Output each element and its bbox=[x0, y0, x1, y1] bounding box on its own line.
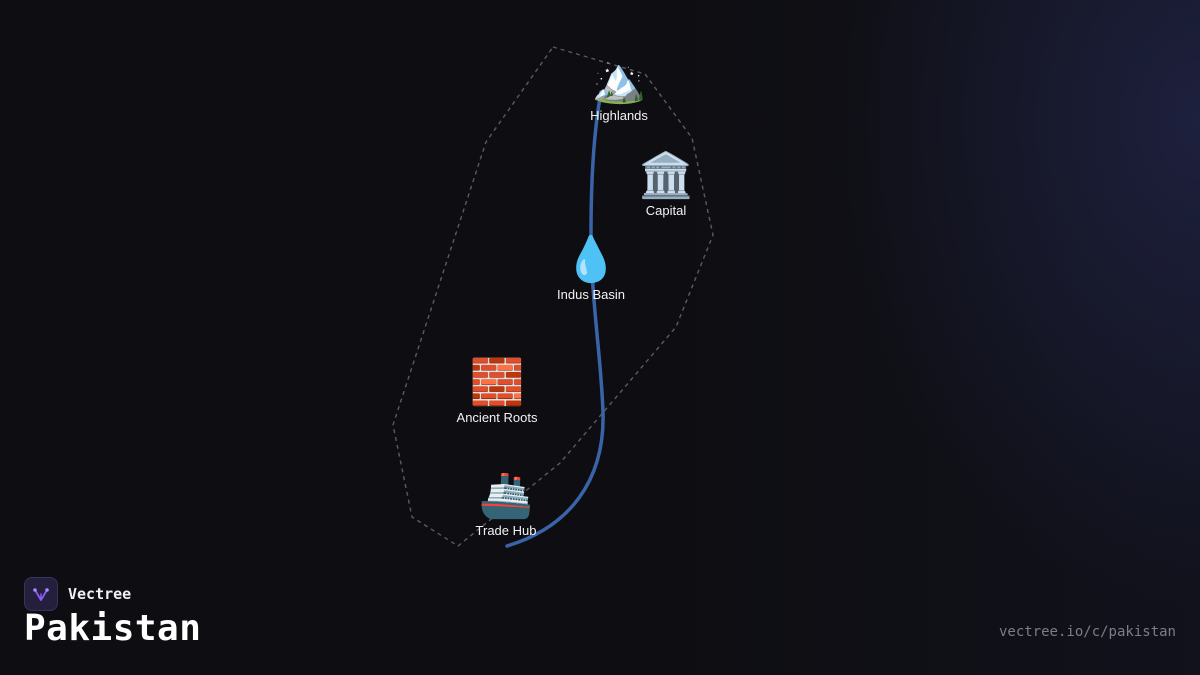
marker-label: Indus Basin bbox=[557, 287, 625, 302]
marker-label: Trade Hub bbox=[475, 523, 537, 538]
page-title: Pakistan bbox=[24, 608, 202, 649]
marker-ancient-roots[interactable]: 🧱 Ancient Roots bbox=[456, 357, 538, 426]
ship-icon: 🚢 bbox=[478, 470, 534, 521]
mountain-icon: 🏔️ bbox=[591, 55, 647, 106]
droplet-icon: 💧 bbox=[563, 234, 619, 285]
page-url[interactable]: vectree.io/c/pakistan bbox=[998, 624, 1176, 640]
marker-capital[interactable]: 🏛️ Capital bbox=[638, 150, 694, 219]
marker-label: Highlands bbox=[590, 108, 648, 123]
marker-label: Capital bbox=[645, 203, 687, 218]
brand-name: Vectree bbox=[68, 585, 132, 603]
brick-icon: 🧱 bbox=[469, 357, 525, 408]
marker-indus-basin[interactable]: 💧 Indus Basin bbox=[557, 234, 625, 303]
marker-trade-hub[interactable]: 🚢 Trade Hub bbox=[475, 470, 537, 539]
marker-label: Ancient Roots bbox=[456, 410, 538, 425]
country-border bbox=[392, 46, 714, 547]
marker-highlands[interactable]: 🏔️ Highlands bbox=[590, 55, 648, 124]
vectree-logo-icon bbox=[24, 577, 58, 611]
brand[interactable]: Vectree bbox=[24, 577, 131, 611]
indus-river bbox=[505, 90, 605, 548]
classical-building-icon: 🏛️ bbox=[638, 150, 694, 201]
